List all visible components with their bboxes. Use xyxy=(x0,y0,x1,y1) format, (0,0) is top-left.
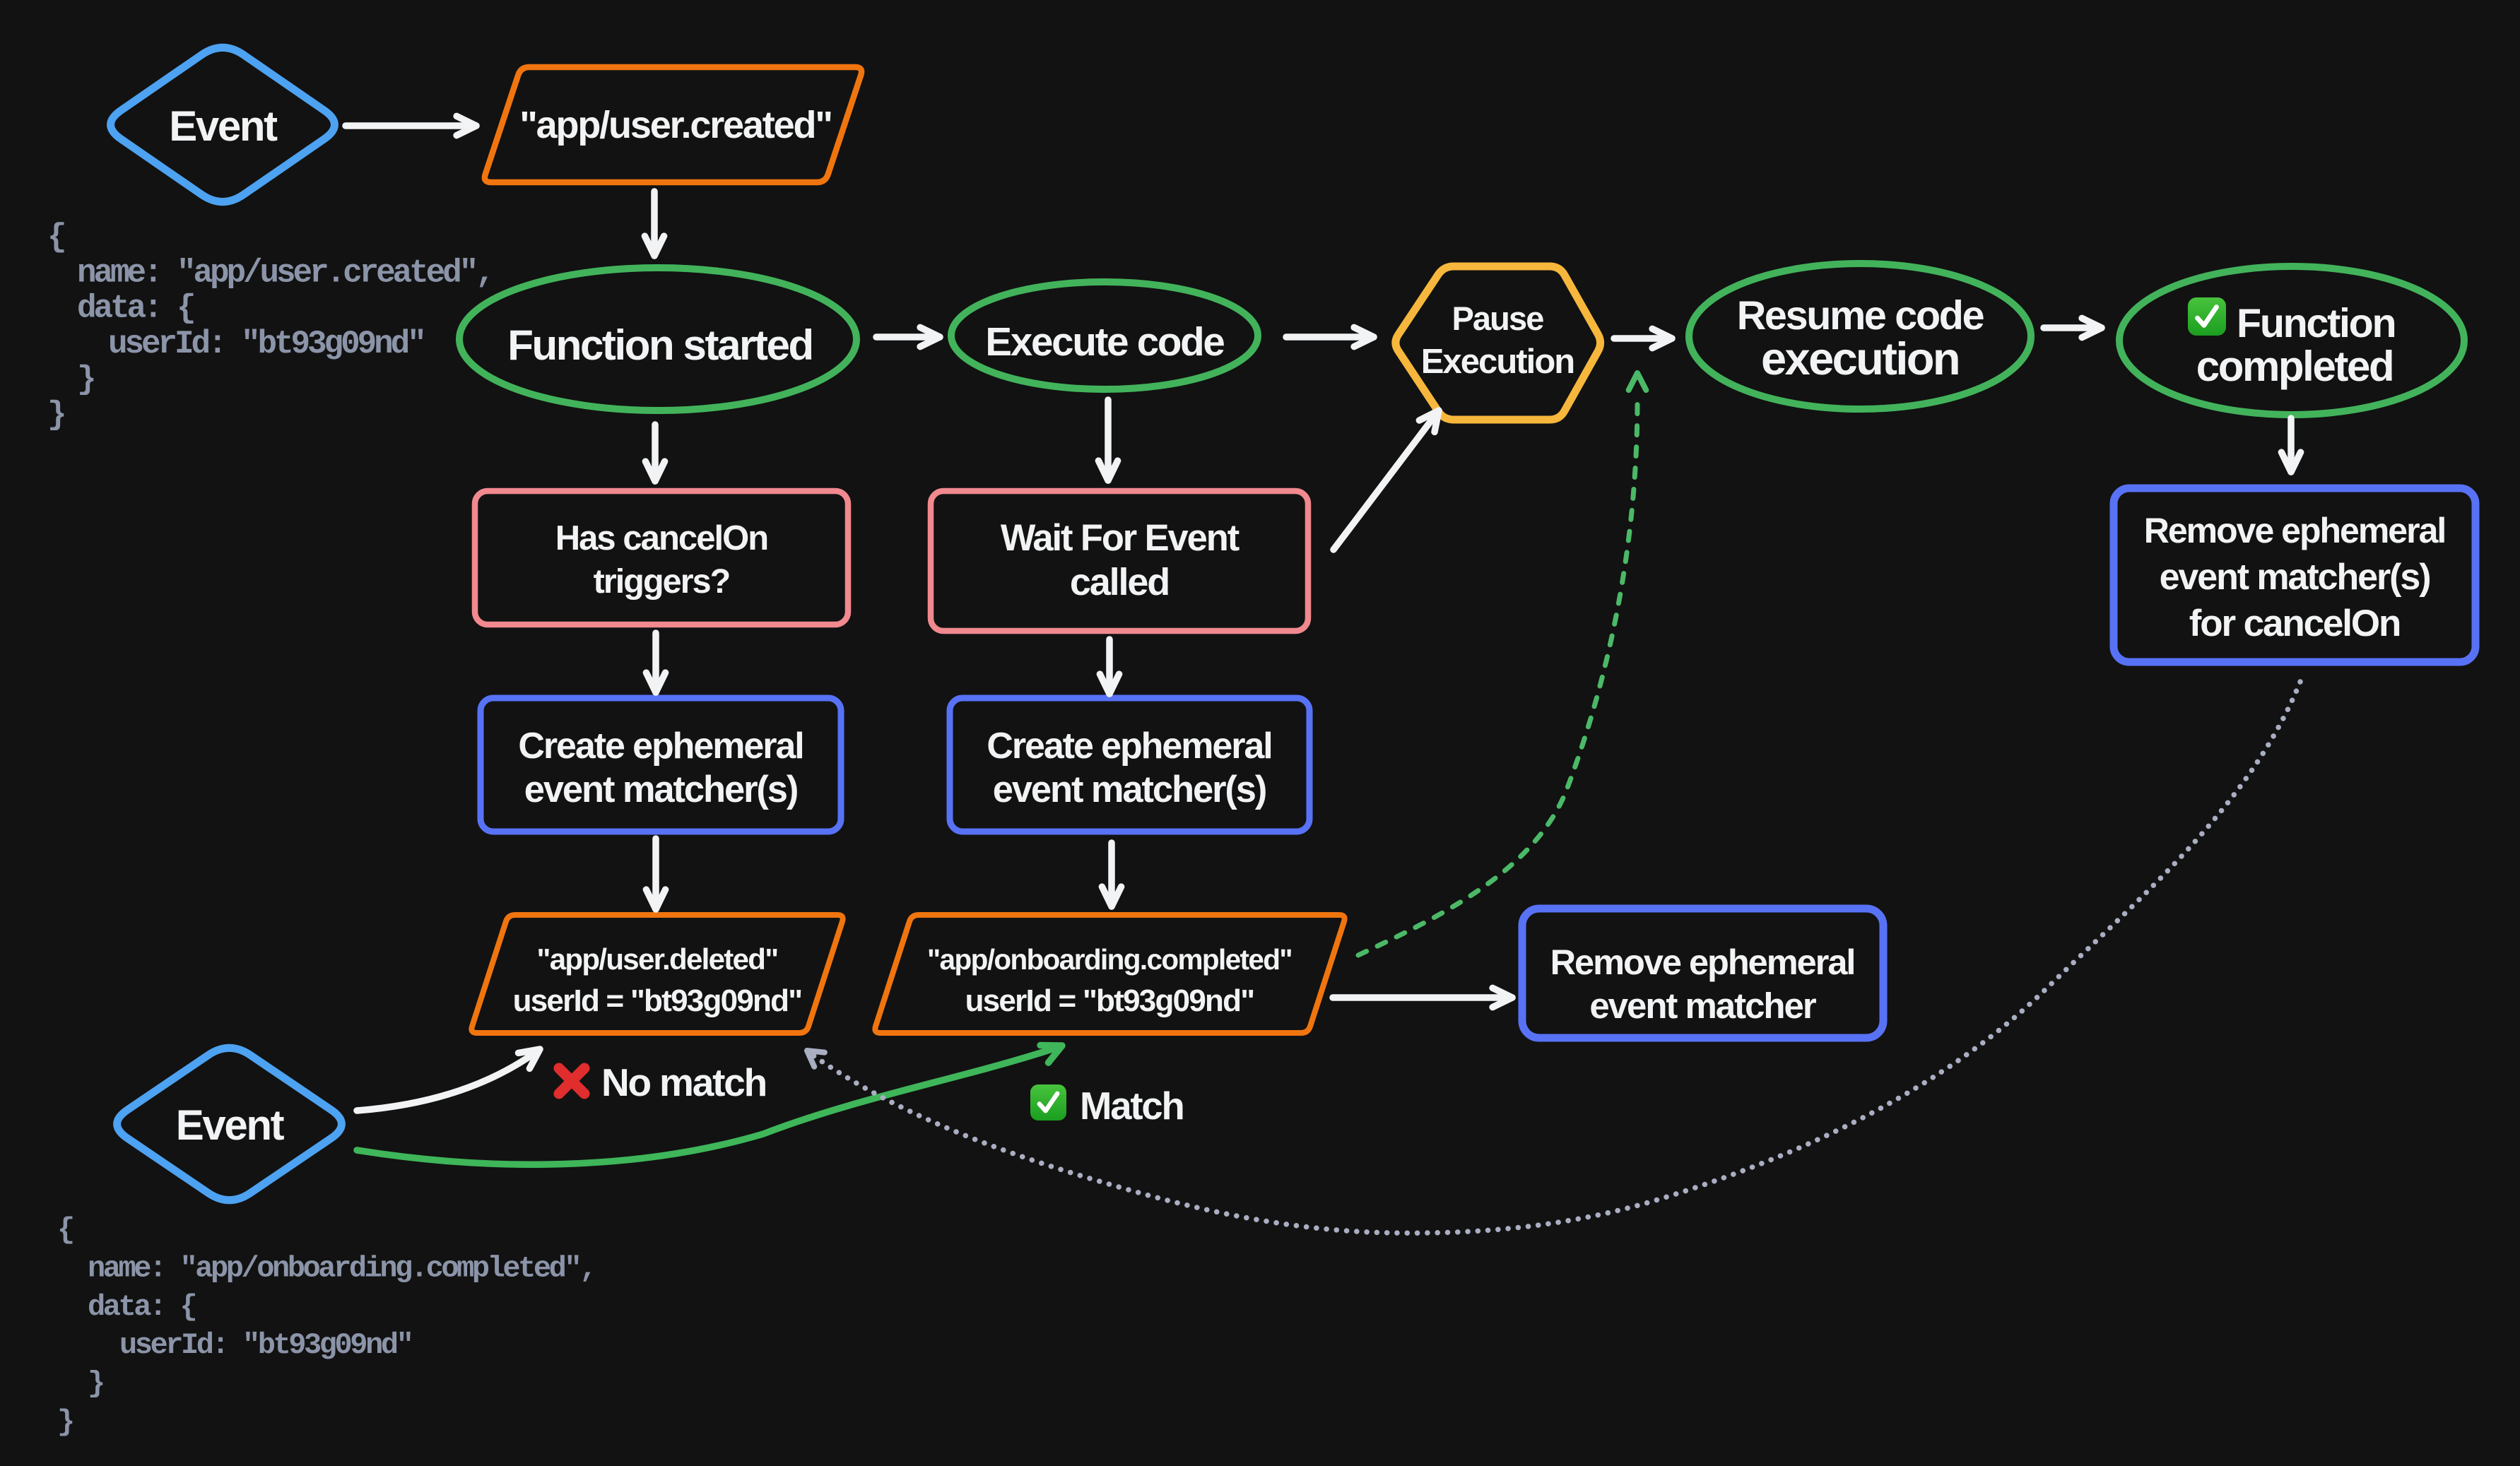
svg-text:Pause: Pause xyxy=(1452,300,1543,337)
svg-text:userId: "bt93g09nd": userId: "bt93g09nd" xyxy=(108,326,424,362)
svg-text:Match: Match xyxy=(1080,1084,1184,1128)
svg-text:Create ephemeral: Create ephemeral xyxy=(987,726,1271,767)
svg-text:userId = "bt93g09nd": userId = "bt93g09nd" xyxy=(513,983,802,1018)
svg-text:Resume code: Resume code xyxy=(1737,293,1984,338)
svg-text:execution: execution xyxy=(1761,333,1959,384)
svg-text:event matcher(s): event matcher(s) xyxy=(524,769,798,810)
svg-text:Event: Event xyxy=(176,1101,285,1149)
svg-text:for cancelOn: for cancelOn xyxy=(2189,603,2401,644)
svg-text:Remove ephemeral: Remove ephemeral xyxy=(2144,511,2446,550)
svg-text:event matcher(s): event matcher(s) xyxy=(993,769,1266,810)
svg-text:Execution: Execution xyxy=(1421,343,1574,381)
svg-text:"app/user.deleted": "app/user.deleted" xyxy=(536,942,777,976)
svg-text:name: "app/user.created",: name: "app/user.created", xyxy=(77,254,493,291)
svg-text:Remove ephemeral: Remove ephemeral xyxy=(1550,942,1855,982)
svg-text:}: } xyxy=(77,361,94,398)
svg-text:{: { xyxy=(47,219,64,256)
svg-text:event matcher(s): event matcher(s) xyxy=(2160,557,2430,598)
svg-text:Function: Function xyxy=(2237,301,2395,346)
svg-text:userId = "bt93g09nd": userId = "bt93g09nd" xyxy=(965,983,1254,1018)
svg-text:No match: No match xyxy=(601,1060,766,1104)
svg-text:{: { xyxy=(57,1213,73,1247)
svg-text:name: "app/onboarding.complete: name: "app/onboarding.completed", xyxy=(88,1251,595,1285)
svg-text:called: called xyxy=(1070,561,1169,603)
svg-text:Wait For Event: Wait For Event xyxy=(1001,517,1240,559)
svg-text:userId: "bt93g09nd": userId: "bt93g09nd" xyxy=(119,1328,411,1362)
svg-text:Function started: Function started xyxy=(507,321,813,369)
svg-text:Create ephemeral: Create ephemeral xyxy=(518,726,803,767)
svg-text:"app/user.created": "app/user.created" xyxy=(519,104,832,146)
svg-text:triggers?: triggers? xyxy=(594,562,730,601)
svg-text:"app/onboarding.completed": "app/onboarding.completed" xyxy=(927,943,1292,976)
svg-text:data: {: data: { xyxy=(77,290,194,327)
svg-text:}: } xyxy=(47,397,64,434)
svg-text:completed: completed xyxy=(2196,343,2393,390)
svg-text:Event: Event xyxy=(169,102,278,150)
svg-text:data: {: data: { xyxy=(88,1290,196,1324)
svg-text:Execute code: Execute code xyxy=(985,319,1224,364)
svg-text:}: } xyxy=(88,1367,103,1401)
svg-text:Has cancelOn: Has cancelOn xyxy=(555,519,768,557)
svg-text:}: } xyxy=(57,1405,73,1439)
svg-text:event matcher: event matcher xyxy=(1589,986,1816,1026)
